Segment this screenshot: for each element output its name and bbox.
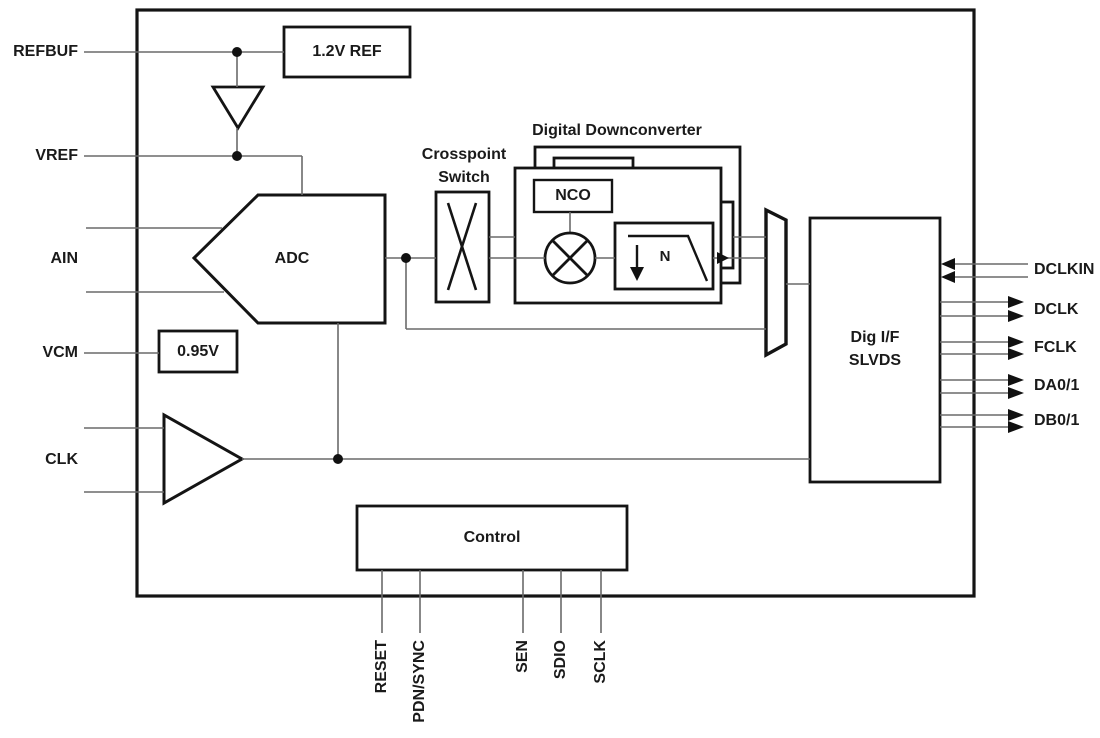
control-block [355,504,629,572]
adc-label: ADC [274,250,310,267]
db01-arrow-icon [1008,409,1024,421]
crosspoint-label: Crosspoint [421,146,507,163]
ref-buffer-triangle-icon [210,85,266,131]
pin-label-fclk: FCLK [1034,339,1077,356]
ddc-title: Digital Downconverter [532,122,702,139]
da01-arrow-icon [1008,387,1024,399]
pin-label-pdn-sync: PDN/SYNC [411,640,428,723]
mux-trapezoid [764,207,788,358]
pin-label-ain: AIN [50,250,78,267]
dclkin-arrow-icon [941,258,955,270]
arrowheads [717,252,1024,433]
pin-label-sclk: SCLK [592,640,609,684]
pin-label-refbuf: REFBUF [13,43,78,60]
pin-label-sdio: SDIO [552,640,569,680]
ref-1v2-label: 1.2V REF [312,43,382,60]
crosspoint-x-icon [446,202,478,291]
junction-dot [401,253,411,263]
pin-label-db01: DB0/1 [1034,412,1080,429]
mixer-x-icon [551,239,589,277]
nco-block [532,178,614,214]
db01-arrow-icon [1008,421,1024,433]
fclk-arrow-icon [1008,348,1024,360]
ref-1v2-block [282,25,412,79]
junction-dot [232,47,242,57]
nco-label: NCO [555,187,591,204]
crosspoint-label: Switch [438,169,490,186]
fclk-arrow-icon [1008,336,1024,348]
control-label: Control [463,529,521,546]
junction-dot [333,454,343,464]
adc-pentagon [191,193,387,325]
wires [84,51,1028,633]
dig-if-label: Dig I/F [850,329,900,346]
dclkin-arrow-icon [941,271,955,283]
pin-label-reset: RESET [373,640,390,694]
lowpass-curve-icon [628,234,709,282]
pin-label-vref: VREF [35,147,78,164]
slvds-label: SLVDS [848,352,902,369]
da01-arrow-icon [1008,374,1024,386]
dig-if-slvds-block [808,216,942,484]
pin-label-dclk: DCLK [1034,301,1079,318]
decimation-n-label: N [659,248,671,265]
pin-label-da01: DA0/1 [1034,377,1080,394]
dclk-arrow-icon [1008,310,1024,322]
vcm-0v95-block [157,329,239,374]
pin-label-vcm: VCM [42,344,78,361]
dclk-arrow-icon [1008,296,1024,308]
decimation-down-arrow-icon [630,267,644,281]
vcm-0v95-label: 0.95V [177,343,219,360]
junction-dot [232,151,242,161]
pin-label-dclkin: DCLKIN [1034,261,1095,278]
junction-dots [232,47,411,464]
ddc-output-arrow-icon [717,252,729,264]
clock-buffer-triangle-icon [162,412,246,506]
pin-label-sen: SEN [514,640,531,673]
pin-label-clk: CLK [45,451,78,468]
